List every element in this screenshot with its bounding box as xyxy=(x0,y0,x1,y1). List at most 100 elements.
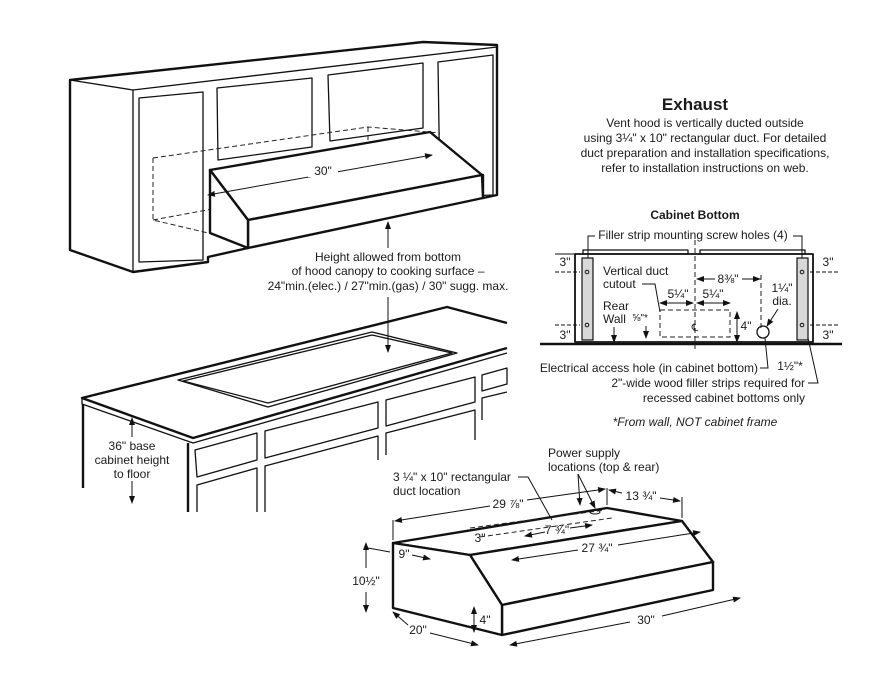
dim-3-top-right: 3" xyxy=(823,255,834,269)
dim-8-3-8: 8⅜" xyxy=(718,272,739,286)
exhaust-line-2: using 3¼" x 10" rectangular duct. For de… xyxy=(584,131,827,145)
screw-hole xyxy=(799,269,805,275)
exhaust-line-3: duct preparation and installation specif… xyxy=(581,146,830,160)
cabinet-door-left xyxy=(138,91,204,263)
dim-arrow xyxy=(429,632,479,647)
leader xyxy=(642,283,661,313)
duct-location-label-1: 3 ¼" x 10" rectangular xyxy=(393,470,511,484)
cooktop-inner xyxy=(182,334,453,404)
rear-wall-label-2: Wall xyxy=(603,312,626,326)
base-height-line-3: to floor xyxy=(114,467,151,481)
countertop-edge xyxy=(81,352,508,444)
duct-location-label-2: duct location xyxy=(393,484,460,498)
leader xyxy=(766,308,779,327)
duct-cutout-label-2: cutout xyxy=(603,277,636,291)
leader xyxy=(518,476,553,521)
dim-27-3-4: 27 ¾" xyxy=(582,541,613,555)
dim-7-3-4: 7 ¾" xyxy=(545,523,569,537)
duct-cutout xyxy=(659,309,731,338)
base-height-line-2: cabinet height xyxy=(95,453,170,467)
dim-9: 9" xyxy=(399,547,410,561)
hidden-line xyxy=(152,179,369,221)
exhaust-title: Exhaust xyxy=(662,95,728,114)
duct-cutout-label-1: Vertical duct xyxy=(603,264,669,278)
exhaust-line-4: refer to installation instructions on we… xyxy=(601,161,808,175)
cabinet-outline xyxy=(574,253,814,343)
height-note-line-3: 24"min.(elec.) / 27"min.(gas) / 30" sugg… xyxy=(268,279,509,293)
cabinet-door xyxy=(264,435,379,512)
dia-label-2: dia. xyxy=(772,294,791,308)
dim-arrow xyxy=(524,531,546,538)
cabinet-door xyxy=(385,409,476,455)
dim-3-bottom-right: 3" xyxy=(823,328,834,342)
leader xyxy=(760,337,769,369)
exhaust-line-1: Vent hood is vertically ducted outside xyxy=(606,116,804,130)
dim-arrow xyxy=(509,621,631,647)
filler-strip-left xyxy=(581,257,594,341)
height-note-line-1: Height allowed from bottom xyxy=(315,250,461,264)
duct-outline xyxy=(469,509,606,529)
duct-outline xyxy=(479,517,613,538)
dim-4: 4" xyxy=(741,319,752,333)
footnote: *From wall, NOT cabinet frame xyxy=(613,415,778,429)
dim-arrow xyxy=(394,505,491,523)
power-supply-label-2: locations (top & rear) xyxy=(548,460,659,474)
ext-line xyxy=(367,547,391,553)
dim-1-1-2: 1½"* xyxy=(777,359,803,373)
drawer-4 xyxy=(481,367,508,392)
cooktop xyxy=(177,331,458,408)
hood-dimension-drawing: 3 ¼" x 10" rectangular duct location Pow… xyxy=(352,446,741,647)
screw-hole xyxy=(799,322,805,328)
dim-20: 20" xyxy=(409,623,427,637)
upper-cabinet-illustration: 30" xyxy=(68,40,499,274)
power-supply-label-1: Power supply xyxy=(548,446,620,460)
base-cabinet-illustration: 36" base cabinet height to floor xyxy=(80,305,508,512)
rear-wall-label-1: Rear xyxy=(603,299,629,313)
filler-holes-label: Filler strip mounting screw holes (4) xyxy=(598,228,787,242)
hood-width-label: 30" xyxy=(314,164,332,178)
dim-3: 3" xyxy=(475,531,486,545)
leader xyxy=(576,473,583,506)
cabinet-bottom-diagram: Cabinet Bottom Filler strip mounting scr… xyxy=(540,208,842,429)
filler-strips-label-2: recessed cabinet bottoms only xyxy=(643,391,805,405)
dim-arrow xyxy=(411,554,431,561)
leader xyxy=(577,473,596,509)
hidden-line xyxy=(152,158,209,234)
drawer-3 xyxy=(385,376,476,427)
dim-arrow xyxy=(569,522,593,529)
electrical-hole-label: Electrical access hole (in cabinet botto… xyxy=(540,361,758,375)
dim-29-7-8: 29 ⅞" xyxy=(493,497,524,511)
dim-5-1-4-right: 5¼" xyxy=(703,287,724,301)
dim-3-top-left: 3" xyxy=(560,255,571,269)
dim-4-bottom: 4" xyxy=(480,613,491,627)
drawer-2 xyxy=(264,401,379,459)
dim-arrow xyxy=(526,487,606,501)
dim-3-bottom-left: 3" xyxy=(560,328,571,342)
cabinet-door xyxy=(481,391,508,420)
height-note-line-2: of hood canopy to cooking surface – xyxy=(292,264,485,278)
screw-hole xyxy=(584,322,590,328)
leader xyxy=(807,337,819,384)
dim-arrow xyxy=(511,549,579,562)
label-bg xyxy=(308,163,338,177)
dim-5-1-4-left: 5¼" xyxy=(668,287,689,301)
screw-hole xyxy=(584,269,590,275)
dim-arrow xyxy=(661,596,741,617)
dim-30: 30" xyxy=(637,613,655,627)
dim-5-8: ⅝"* xyxy=(632,313,648,324)
filler-strip-right xyxy=(796,257,809,341)
dim-10-1-2: 10½" xyxy=(352,574,380,588)
centerline-symbol: ℄ xyxy=(691,323,699,334)
dim-13-3-4: 13 ¾" xyxy=(626,489,657,503)
power-supply-knockout xyxy=(589,509,601,515)
cabinet-panel-2 xyxy=(327,62,424,142)
drawer-1 xyxy=(194,432,258,478)
cabinet-door xyxy=(196,467,258,512)
dia-label-1: 1¼" xyxy=(772,281,793,295)
filler-strips-label-1: 2"-wide wood filler strips required for xyxy=(611,376,805,390)
dim-arrow xyxy=(617,530,701,546)
dim-arrow xyxy=(392,611,409,626)
cabinet-panel-1 xyxy=(216,77,313,161)
